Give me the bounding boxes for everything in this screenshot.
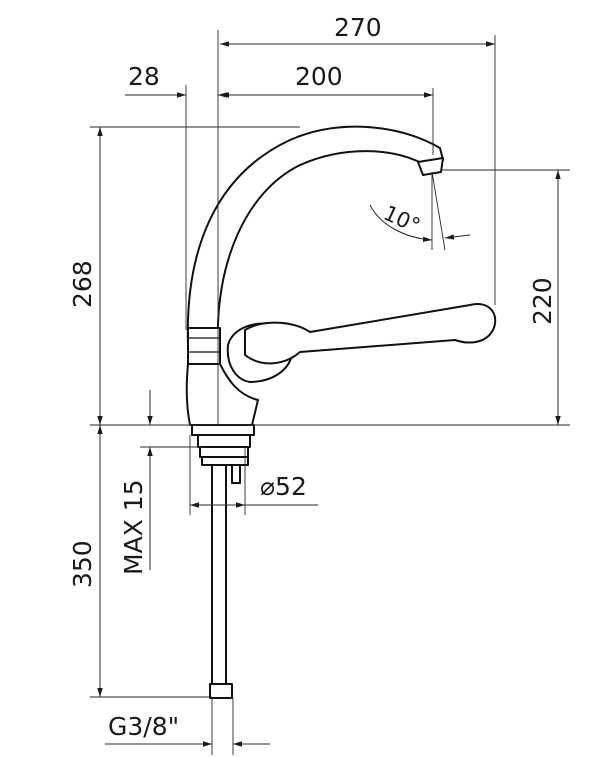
faucet-outline xyxy=(185,125,497,699)
dim-268: 268 xyxy=(68,126,300,425)
dim-max15: MAX 15 xyxy=(119,390,205,575)
dim-220-label: 220 xyxy=(528,277,557,325)
aerator xyxy=(417,157,444,176)
dim-268-label: 268 xyxy=(68,260,97,308)
lever-handle[interactable] xyxy=(244,303,497,365)
dim-28-label: 28 xyxy=(128,62,160,91)
dim-diameter: ⌀52 xyxy=(189,435,318,515)
base-plate xyxy=(191,424,255,436)
hose-fitting xyxy=(209,683,233,699)
dim-220: 220 xyxy=(440,169,570,425)
threaded-rod xyxy=(231,464,241,484)
mount-flange xyxy=(197,434,251,448)
dim-diameter-label: ⌀52 xyxy=(260,472,307,501)
dim-200-label: 200 xyxy=(295,62,343,91)
mount-nut xyxy=(199,446,249,458)
flex-hose xyxy=(211,464,227,686)
spout xyxy=(186,125,444,346)
swivel-ring xyxy=(187,327,221,365)
dim-350: 350 xyxy=(68,425,212,698)
faucet-body xyxy=(185,363,259,426)
dim-connection-label: G3/8" xyxy=(108,712,179,741)
dim-angle-label: 10° xyxy=(380,201,424,238)
mount-washer xyxy=(201,456,249,466)
dim-200: 200 xyxy=(220,62,434,155)
dim-angle: 10° xyxy=(369,171,471,251)
dim-max15-label: MAX 15 xyxy=(119,479,148,575)
dim-connection: G3/8" xyxy=(105,698,270,755)
dim-350-label: 350 xyxy=(68,540,97,588)
dim-270-label: 270 xyxy=(334,13,382,42)
